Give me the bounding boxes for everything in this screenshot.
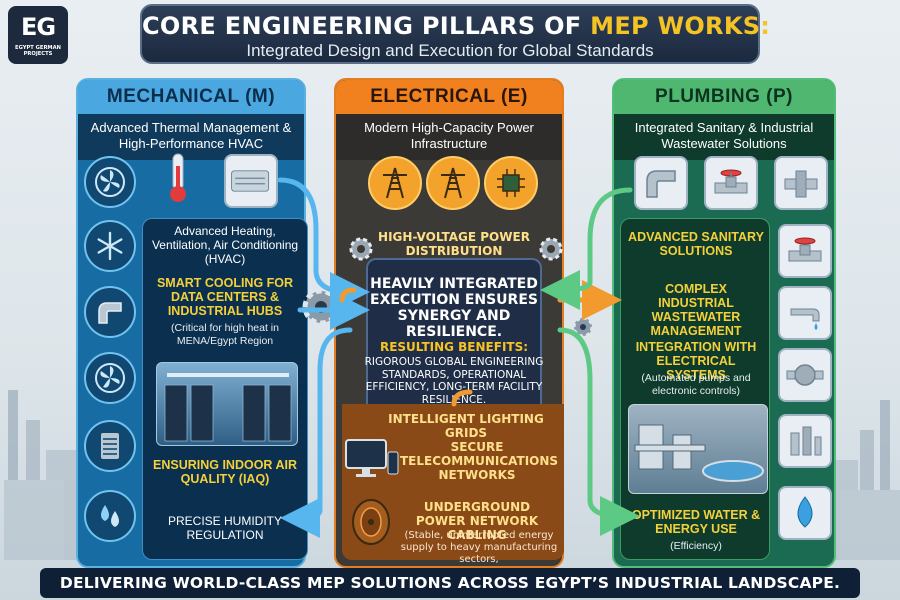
cabling-note: (Stable, uninterrupted energy supply to … — [400, 530, 558, 565]
fan-icon — [84, 352, 136, 404]
smart-cooling-note: (Critical for high heat in MENA/Egypt Re… — [171, 322, 279, 347]
page-header: CORE ENGINEERING PILLARS OF MEP WORKS: I… — [140, 4, 770, 64]
mechanical-subtitle: Advanced Thermal Management & High-Perfo… — [78, 114, 304, 160]
logo-text: EGYPT GERMAN PROJECTS — [15, 45, 61, 57]
data-center-image — [156, 362, 298, 446]
factory-skyline-left — [4, 390, 76, 560]
power-tower-icon — [368, 156, 422, 210]
water-drops-icon — [84, 490, 136, 542]
ac-unit-icon — [224, 154, 278, 208]
telecom-label: SECURE TELECOMMUNICATIONS NETWORKS — [400, 440, 559, 482]
lighting-label: INTELLIGENT LIGHTING GRIDS — [388, 412, 544, 440]
company-logo: EG EGYPT GERMAN PROJECTS — [8, 6, 68, 64]
pipe-elbow-icon — [634, 156, 688, 210]
smart-cooling-label: SMART COOLING FOR DATA CENTERS & INDUSTR… — [156, 276, 294, 318]
circuit-chip-icon — [484, 156, 538, 210]
title-main: CORE ENGINEERING PILLARS OF — [142, 12, 591, 40]
snowflake-icon — [84, 220, 136, 272]
thermometer-icon — [158, 150, 198, 206]
integration-note: (Automated pumps and electronic controls… — [641, 372, 751, 397]
water-energy-label: OPTIMIZED WATER & ENERGY USE — [631, 508, 761, 536]
cable-reel-icon — [344, 496, 398, 548]
gear-icon — [344, 232, 378, 266]
sanitary-label: ADVANCED SANITARY SOLUTIONS — [628, 230, 764, 258]
logo-mark: EG — [20, 13, 56, 41]
pump-icon — [778, 348, 832, 402]
gear-icon — [568, 312, 598, 342]
valve-icon — [778, 224, 832, 278]
cabling-label: UNDERGROUND POWER NETWORK CABLING — [415, 500, 539, 542]
humidity-label: PRECISE HUMIDITY REGULATION — [167, 514, 282, 542]
pipe-fitting-icon — [774, 156, 828, 210]
duct-icon — [84, 286, 136, 338]
hvac-label: Advanced Heating, Ventilation, Air Condi… — [151, 224, 299, 266]
computer-monitor-icon — [344, 438, 400, 480]
mechanical-heading: MECHANICAL (M) — [78, 80, 304, 114]
water-energy-note: (Efficiency) — [670, 540, 722, 552]
integration-label: INTEGRATION WITH ELECTRICAL SYSTEMS — [635, 340, 757, 382]
high-voltage-label: HIGH-VOLTAGE POWER DISTRIBUTION — [378, 230, 530, 258]
iaq-label: ENSURING INDOOR AIR QUALITY (IAQ) — [153, 458, 297, 486]
fan-icon — [84, 156, 136, 208]
water-tap-icon — [778, 286, 832, 340]
benefits-heading: RESULTING BENEFITS: — [379, 340, 529, 354]
electrical-subtitle: Modern High-Capacity Power Infrastructur… — [336, 114, 562, 160]
benefits-text: RIGOROUS GLOBAL ENGINEERING STANDARDS, O… — [364, 356, 544, 406]
page-subtitle: Integrated Design and Execution for Glob… — [246, 41, 654, 60]
gear-icon — [534, 232, 568, 266]
plumbing-detail-panel — [620, 218, 770, 560]
plumbing-heading: PLUMBING (P) — [614, 80, 834, 114]
integration-statement: HEAVILY INTEGRATED EXECUTION ENSURES SYN… — [370, 276, 538, 340]
valve-icon — [704, 156, 758, 210]
power-tower-icon — [426, 156, 480, 210]
water-treatment-icon — [778, 414, 832, 468]
water-drop-icon — [778, 486, 832, 540]
plumbing-subtitle: Integrated Sanitary & Industrial Wastewa… — [614, 114, 834, 160]
gear-icon — [296, 282, 346, 332]
page-title: CORE ENGINEERING PILLARS OF MEP WORKS: — [142, 11, 770, 41]
server-rack-icon — [84, 420, 136, 472]
title-highlight: MEP WORKS: — [590, 12, 771, 40]
treatment-plant-image — [628, 404, 768, 494]
wastewater-label: COMPLEX INDUSTRIAL WASTEWATER MANAGEMENT — [650, 282, 742, 338]
footer-banner: DELIVERING WORLD-CLASS MEP SOLUTIONS ACR… — [40, 568, 860, 598]
electrical-heading: ELECTRICAL (E) — [336, 80, 562, 114]
